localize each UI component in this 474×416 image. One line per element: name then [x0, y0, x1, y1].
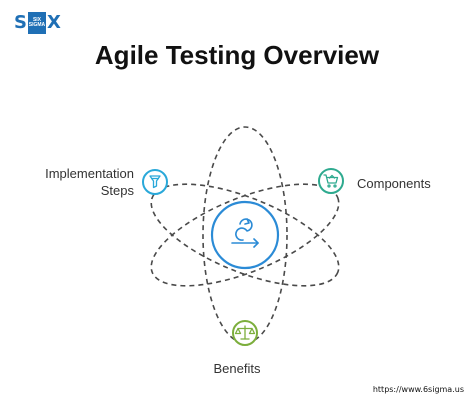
logo-badge-bottom: SIGMA	[28, 22, 46, 28]
source-url: https://www.6sigma.us	[372, 385, 464, 394]
implementation-node	[142, 169, 168, 195]
components-label: Components	[357, 176, 431, 191]
benefits-label: Benefits	[213, 361, 261, 376]
benefits-node	[232, 320, 258, 346]
cart-icon	[323, 174, 339, 188]
center-node	[210, 200, 280, 270]
center-ring	[210, 200, 280, 270]
orbits	[150, 126, 340, 344]
orbit-ellipse-2	[150, 183, 340, 287]
implementation-ring	[142, 169, 168, 195]
logo-letter-s: S	[14, 12, 27, 33]
logo-badge-top: SIX	[32, 17, 41, 23]
logo-letter-x: X	[46, 12, 61, 33]
six-sigma-logo: S SIX SIGMA X	[14, 12, 61, 38]
components-node	[318, 168, 344, 194]
agile-cycle-icon	[231, 218, 259, 248]
funnel-icon	[149, 175, 161, 189]
components-ring	[318, 168, 344, 194]
orbit-ellipse-1	[150, 183, 340, 287]
logo-badge: SIX SIGMA	[27, 12, 46, 34]
scales-icon	[234, 325, 256, 340]
page-title: Agile Testing Overview	[94, 40, 380, 70]
orbit-ellipse-3	[202, 126, 288, 344]
implementation-steps-label: Implementation Steps	[45, 166, 134, 198]
